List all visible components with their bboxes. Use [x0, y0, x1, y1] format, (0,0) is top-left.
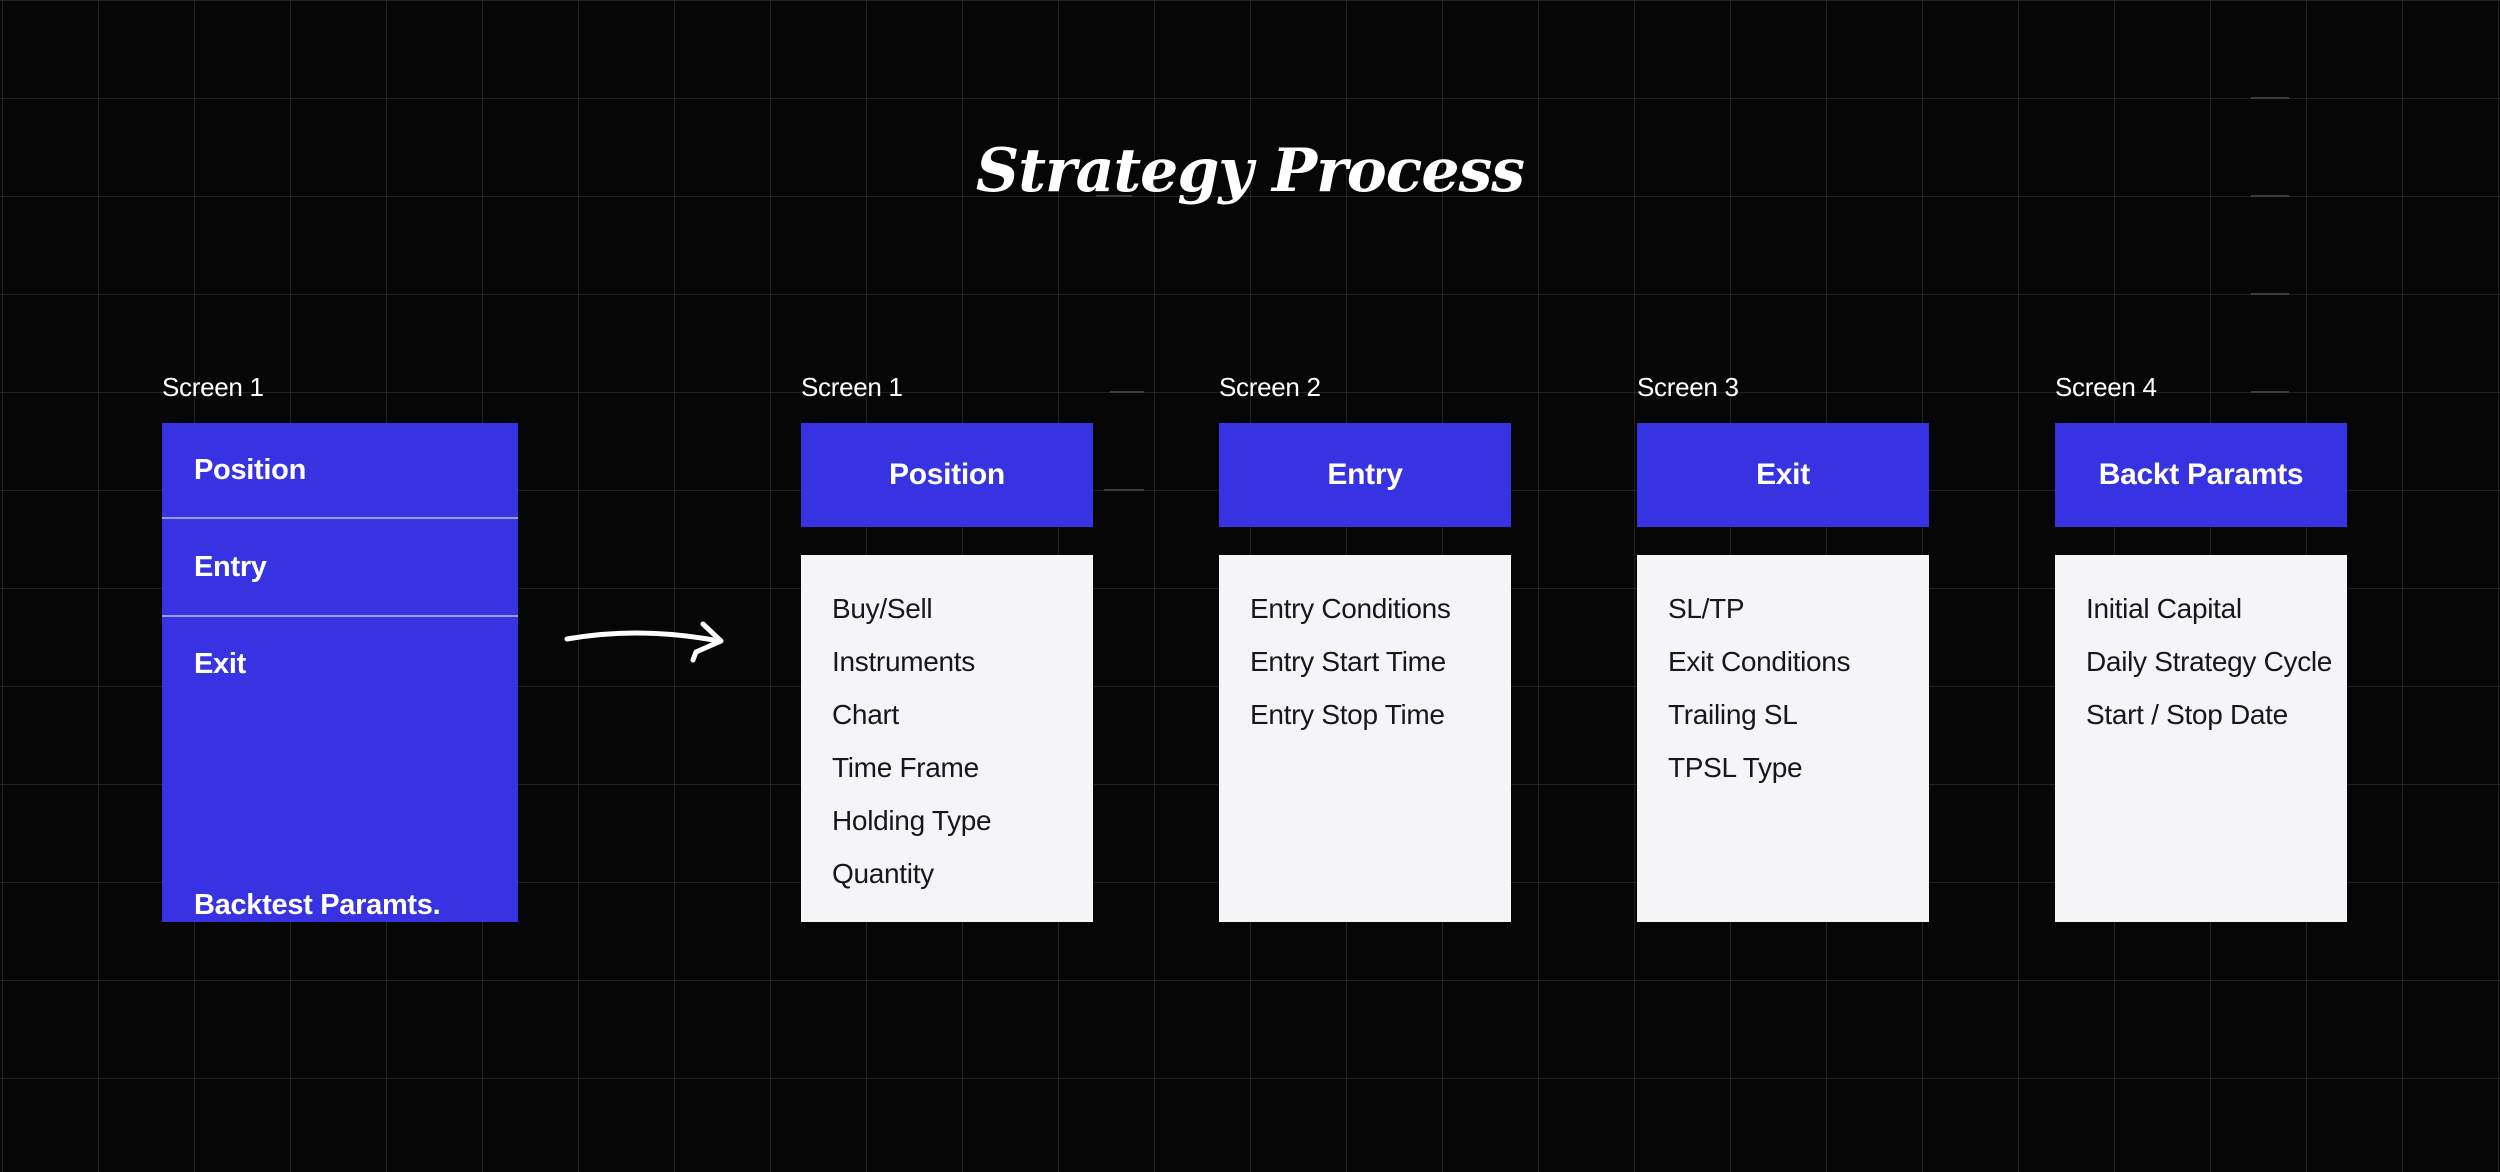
- overview-row-label: Backtest Paramts.: [194, 889, 441, 921]
- screen-label: Screen 3: [1637, 372, 1739, 402]
- overview-panel: Position Entry Exit Backtest Paramts.: [162, 423, 518, 922]
- screen-list-item: Buy/Sell: [832, 593, 933, 624]
- screen-list-item: Initial Capital: [2086, 593, 2242, 624]
- screen-label: Screen 4: [2055, 372, 2157, 402]
- screen-item-list: Buy/Sell Instruments Chart Time Frame Ho…: [801, 555, 1093, 922]
- screen-header-label: Exit: [1756, 458, 1810, 491]
- screen-list-item: Instruments: [832, 646, 975, 677]
- grid-highlight-dash: [2251, 391, 2289, 393]
- screen-list-item: Holding Type: [832, 805, 992, 836]
- screen-item-list: Initial Capital Daily Strategy Cycle Sta…: [2055, 555, 2347, 922]
- screen-header: Position: [801, 423, 1093, 527]
- screen-list-item: SL/TP: [1668, 593, 1745, 624]
- screen-header: Backt Paramts: [2055, 423, 2347, 527]
- screen-item-list: SL/TP Exit Conditions Trailing SL TPSL T…: [1637, 555, 1929, 922]
- screen-label: Screen 1: [801, 372, 903, 402]
- screen-list-item: Start / Stop Date: [2086, 699, 2288, 730]
- screen-column-3: Screen 3 Exit SL/TP Exit Conditions Trai…: [1637, 371, 1929, 922]
- overview-screen-label: Screen 1: [162, 372, 264, 402]
- screen-list-item: TPSL Type: [1668, 752, 1803, 783]
- screen-list-item: Daily Strategy Cycle: [2086, 646, 2333, 677]
- grid-highlight-dash: [1110, 391, 1144, 393]
- screen-label: Screen 2: [1219, 372, 1321, 402]
- screen-list-item: Trailing SL: [1668, 699, 1798, 730]
- screen-list-item: Quantity: [832, 858, 934, 889]
- page-title: Strategy Process: [975, 136, 1525, 206]
- screen-header: Exit: [1637, 423, 1929, 527]
- screen-list-item: Chart: [832, 699, 899, 730]
- overview-row-label: Entry: [194, 550, 267, 583]
- overview-row-label: Position: [194, 453, 306, 486]
- screen-header: Entry: [1219, 423, 1511, 527]
- screen-column-1: Screen 1 Position Buy/Sell Instruments C…: [801, 371, 1093, 922]
- screen-list-item: Entry Stop Time: [1250, 699, 1445, 730]
- grid-highlight-dash: [2251, 195, 2289, 197]
- overview-row-label: Exit: [194, 648, 246, 680]
- grid-highlight-dash: [1104, 489, 1144, 491]
- screen-header-label: Position: [889, 458, 1005, 491]
- flow-arrow-icon: [564, 621, 724, 663]
- overview-row: Entry: [162, 519, 518, 617]
- screen-list-item: Time Frame: [832, 752, 979, 783]
- screen-item-list: Entry Conditions Entry Start Time Entry …: [1219, 555, 1511, 922]
- screen-header-label: Entry: [1327, 458, 1403, 491]
- overview-row: Exit: [162, 617, 518, 889]
- overview-group: Screen 1 Position Entry Exit Backtest Pa…: [162, 371, 518, 922]
- screen-list-item: Entry Start Time: [1250, 646, 1446, 677]
- overview-row: Backtest Paramts.: [162, 889, 518, 922]
- grid-highlight-dash: [1096, 195, 1132, 197]
- overview-row: Position: [162, 423, 518, 519]
- grid-highlight-dash: [2251, 293, 2289, 295]
- screen-column-4: Screen 4 Backt Paramts Initial Capital D…: [2055, 371, 2347, 922]
- screen-column-2: Screen 2 Entry Entry Conditions Entry St…: [1219, 371, 1511, 922]
- grid-highlight-dash: [2251, 97, 2289, 99]
- screen-list-item: Exit Conditions: [1668, 646, 1851, 677]
- screen-header-label: Backt Paramts: [2098, 458, 2304, 491]
- screen-list-item: Entry Conditions: [1250, 593, 1451, 624]
